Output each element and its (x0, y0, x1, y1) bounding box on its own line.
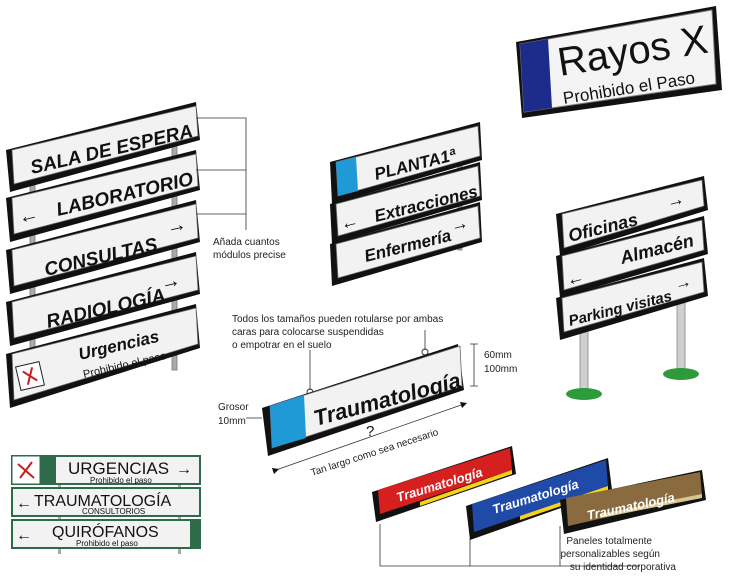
sign-stack-center: PLANTA1ª ← Extracciones Enfermería → (330, 122, 482, 286)
sign-laboratorio: ← LABORATORIO (6, 150, 200, 242)
height-label: 60mm (484, 350, 512, 361)
arrow-left-icon: ← (16, 495, 32, 512)
rayos-accent-bar (520, 39, 552, 112)
thickness-label: 10mm (218, 416, 246, 427)
note-line: módulos precise (213, 250, 286, 261)
note-line: caras para colocarse suspendidas (232, 327, 384, 338)
arrow-right-icon: → (164, 213, 188, 239)
arrow-left-icon: ← (16, 527, 32, 544)
modules-callout: Añada cuantos módulos precise (196, 117, 286, 261)
arrow-right-icon: → (176, 461, 192, 478)
sign-traumatologia-green: ← TRAUMATOLOGÍA CONSULTORIOS (11, 487, 201, 517)
sign-almacen: ← Almacén (556, 216, 708, 298)
sign-quirofanos-green: ← QUIRÓFANOS Prohibido el paso (11, 519, 201, 549)
sign-label: QUIRÓFANOS (52, 522, 159, 541)
arrow-left-icon: ← (338, 210, 360, 234)
sign-urgencias-green: URGENCIAS Prohibido el paso → (11, 455, 201, 485)
beige-stripe (600, 494, 702, 518)
sign-label: URGENCIAS (68, 459, 169, 478)
height-label: 100mm (484, 364, 517, 375)
planta-accent (336, 157, 358, 196)
red-panel: Traumatología (372, 446, 516, 522)
sign-label: TRAUMATOLOGÍA (34, 491, 172, 510)
arrow-right-icon: → (448, 212, 470, 236)
sizes-note: Todos los tamaños pueden rotularse por a… (232, 314, 443, 390)
arrow-right-icon: → (664, 188, 686, 212)
sign-stack-right: Oficinas → ← Almacén Parking visitas → (556, 176, 708, 400)
arrow-right-icon: → (158, 269, 182, 295)
note-line: Todos los tamaños pueden rotularse por a… (232, 314, 443, 325)
question-mark: ? (366, 423, 374, 440)
arrow-left-icon: ← (564, 266, 586, 290)
sign-radiologia: RADIOLOGÍA → (6, 252, 200, 346)
brown-panel: Traumatología (560, 470, 706, 534)
rayos-x-sign: Rayos X Prohibido el Paso (516, 6, 722, 118)
sign-stack-left: SALA DE ESPERA ← LABORATORIO CONSULTAS →… (6, 102, 200, 408)
sign-sublabel: CONSULTORIOS (82, 507, 145, 516)
note-line: su identidad corporativa (570, 562, 677, 573)
note-line: Paneles totalmente (566, 536, 652, 547)
sign-parking: Parking visitas → (556, 258, 708, 340)
sign-sala-de-espera: SALA DE ESPERA (6, 102, 200, 192)
sign-planta: PLANTA1ª (330, 122, 482, 204)
traumatologia-sign: Traumatología 60mm 100mm Grosor 10mm ? T… (218, 343, 517, 479)
no-entry-person-icon (11, 455, 41, 485)
sign-oficinas: Oficinas → (556, 176, 708, 256)
thickness-label: Grosor (218, 402, 249, 413)
sign-enfermeria: Enfermería → (330, 202, 482, 286)
note-line: personalizables según (560, 549, 660, 560)
sign-sublabel: Prohibido el paso (90, 476, 152, 485)
arrow-right-icon: → (672, 271, 693, 294)
green-sign-stack: URGENCIAS Prohibido el paso → ← TRAUMATO… (11, 455, 201, 554)
note-line: o empotrar en el suelo (232, 340, 332, 351)
grass (663, 368, 699, 380)
note-line: Añada cuantos (213, 237, 280, 248)
grass (566, 388, 602, 400)
custom-color-panels: Traumatología Traumatología Traumatologí… (372, 446, 706, 573)
yellow-stripe (420, 470, 512, 506)
sign-sublabel: Prohibido el paso (76, 539, 138, 548)
length-dimension (271, 402, 468, 475)
arrow-left-icon: ← (16, 203, 40, 229)
